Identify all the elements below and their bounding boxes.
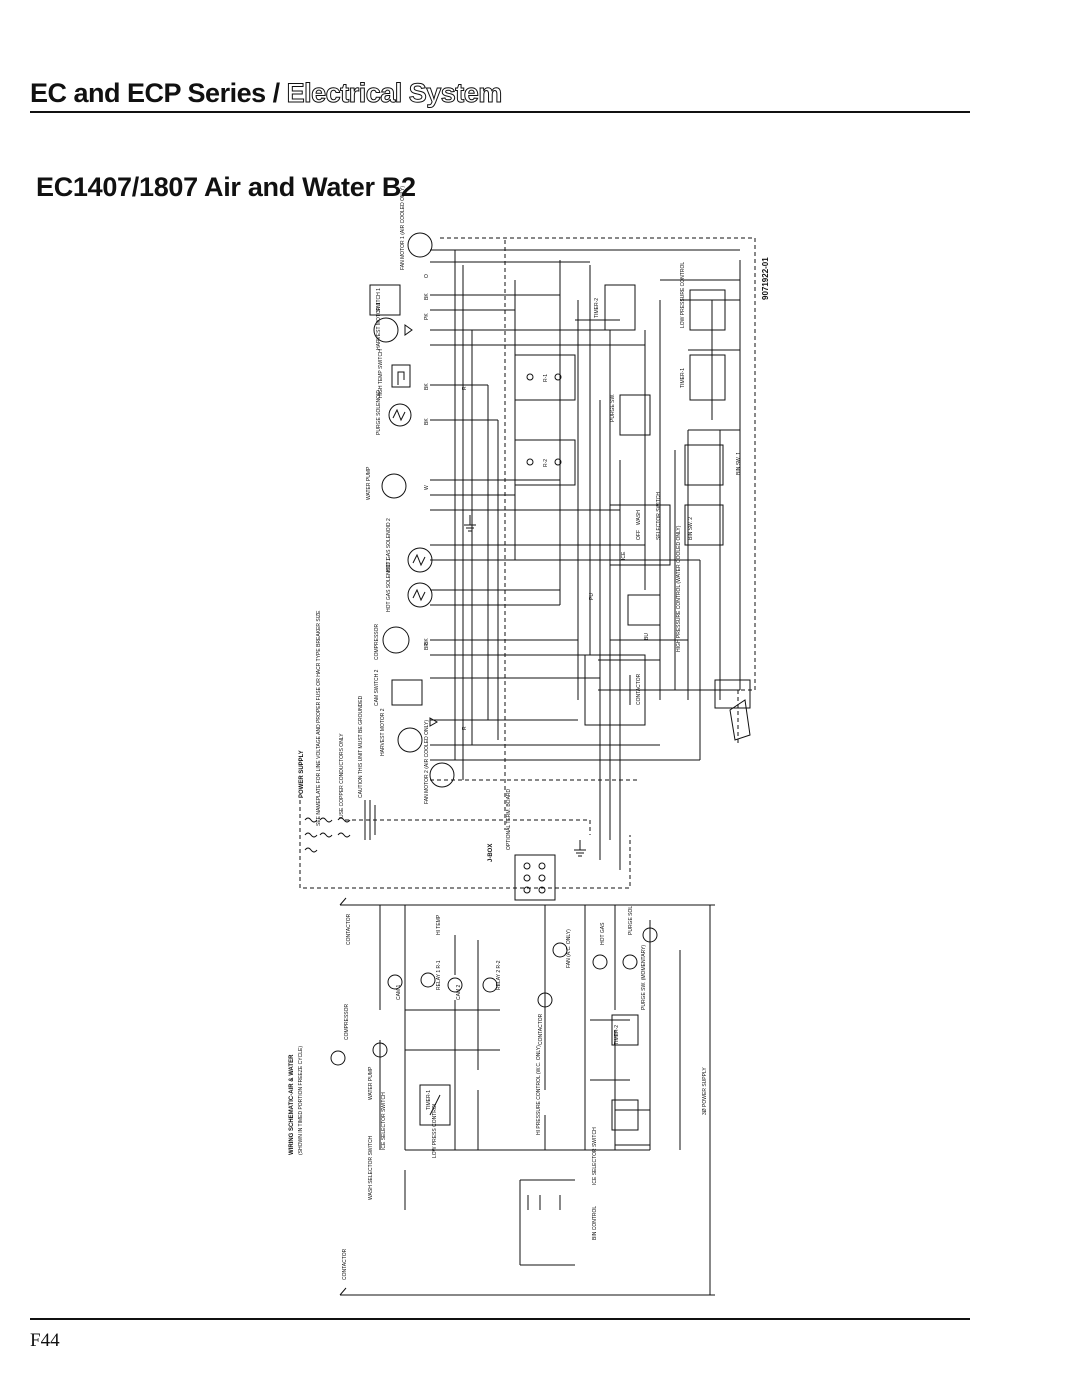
schematic-label: RELAY 1 R-1 xyxy=(436,960,442,990)
schematic-label: LOW PRESS CONTROL xyxy=(432,1102,438,1158)
wire-code: BR xyxy=(424,643,430,650)
schematic-label: PURGE SOL xyxy=(628,906,634,935)
label-caution: CAUTION THIS UNIT MUST BE GROUNDED xyxy=(358,695,364,798)
label-compressor: COMPRESSOR xyxy=(374,623,380,660)
section-header: EC and ECP Series / Electrical System xyxy=(30,78,503,109)
schematic-label: COMPRESSOR xyxy=(344,1003,350,1040)
schematic-label: TIMER-1 xyxy=(426,1090,432,1110)
wire-code: BK xyxy=(424,418,430,425)
schematic-title: WIRING SCHEMATIC-AIR & WATER xyxy=(289,1054,295,1155)
page-number: F44 xyxy=(30,1330,60,1351)
label-cam-switch-2: CAM SWITCH 2 xyxy=(374,669,380,706)
label-selector-wash: WASH xyxy=(636,510,642,525)
label-power-supply: POWER SUPPLY xyxy=(299,750,305,798)
label-purge-switch: PURGE SW. xyxy=(610,394,616,422)
label-low-pressure: LOW PRESSURE CONTROL xyxy=(680,262,686,328)
wire-code: PU xyxy=(589,593,595,600)
wire-code: R xyxy=(462,726,468,730)
wire-code: BK xyxy=(424,293,430,300)
schematic-label: HI PRESSURE CONTROL (W.C. ONLY) xyxy=(536,1045,542,1135)
label-timer-1: TIMER-1 xyxy=(680,368,686,388)
schematic-label: CONTACTOR xyxy=(538,1013,544,1045)
wiring-diagram-upper: FAN MOTOR 1 (AIR COOLED ONLY) SWITCH 1 H… xyxy=(299,186,770,901)
schematic-label: BIN CONTROL xyxy=(592,1206,598,1240)
label-hot-gas-2: HOT GAS SOLENOID 2 xyxy=(386,518,392,572)
schematic-label: WATER PUMP xyxy=(368,1066,374,1100)
label-water-pump: WATER PUMP xyxy=(366,466,372,500)
series-name: EC and ECP Series xyxy=(30,78,266,108)
schematic-label: HOT GAS xyxy=(600,922,606,945)
wire-code: O xyxy=(424,274,430,278)
label-bin-switch-1: BIN SW. 1 xyxy=(736,452,742,475)
schematic-label: TIMER-2 xyxy=(614,1025,620,1045)
label-copper-note: USE COPPER CONDUCTORS ONLY xyxy=(339,733,345,818)
wire-code: R xyxy=(462,386,468,390)
schematic-label: CAM 2 xyxy=(456,985,462,1001)
label-hot-gas-1: HOT GAS SOLENOID 1 xyxy=(386,558,392,612)
wire-code: PK xyxy=(424,313,430,320)
schematic-label: FAN (A.C. ONLY) xyxy=(566,929,572,968)
schematic-label: 3Ø POWER SUPPLY xyxy=(702,1067,708,1115)
label-fan-motor-1: FAN MOTOR 1 (AIR COOLED ONLY) xyxy=(400,186,406,270)
label-relay-1: R-1 xyxy=(543,374,549,382)
schematic-label: PURGE SW. (MOMENTARY) xyxy=(641,945,647,1010)
label-power-note: SEE NAMEPLATE FOR LINE VOLTAGE AND PROPE… xyxy=(316,610,322,826)
schematic-label: ICE SELECTOR SWITCH xyxy=(592,1127,598,1185)
wire-code: W xyxy=(424,485,430,490)
label-switch-1: SWITCH 1 xyxy=(376,288,382,312)
label-high-temp-switch: HIGH TEMP SWITCH xyxy=(378,349,384,398)
section-name: Electrical System xyxy=(286,78,503,109)
label-selector-switch: SELECTOR SWITCH xyxy=(656,492,662,540)
label-timer-2: TIMER-2 xyxy=(594,298,600,318)
label-contactor: CONTACTOR xyxy=(636,673,642,705)
page-title: EC1407/1807 Air and Water B2 xyxy=(36,172,416,202)
label-high-pressure: HIGH PRESSURE CONTROL (WATER COOLED ONLY… xyxy=(676,525,682,652)
footer-rule xyxy=(30,1318,970,1320)
schematic-labels: CONTACTOR HI TEMP FAN (A.C. ONLY) HOT GA… xyxy=(342,906,708,1280)
label-selector-off: OFF xyxy=(636,530,642,540)
schematic-label: CONTACTOR xyxy=(342,1248,348,1280)
header-rule xyxy=(30,111,970,113)
label-jbox: J-BOX xyxy=(488,844,494,862)
wiring-schematic-lower: WIRING SCHEMATIC-AIR & WATER (SHOWN IN T… xyxy=(289,897,715,1296)
label-selector-ice: ICE xyxy=(621,551,627,560)
schematic-label: CONTACTOR xyxy=(346,913,352,945)
label-fan-motor-2: FAN MOTOR 2 (AIR COOLED ONLY) xyxy=(424,720,430,804)
schematic-label: RELAY 2 R-2 xyxy=(496,960,502,990)
schematic-subtitle: (SHOWN IN TIMED PORTION FREEZE CYCLE) xyxy=(298,1046,304,1155)
schematic-label: WASH SELECTOR SWITCH xyxy=(368,1135,374,1200)
wire-code: BK xyxy=(424,383,430,390)
schematic-label: ICE SELECTOR SWITCH xyxy=(381,1092,387,1150)
wire-code: BK xyxy=(424,638,430,645)
schematic-label: CAM 1 xyxy=(396,985,402,1001)
wire-code-labels: BK BK BK BK R R O PU PK W BR BU xyxy=(424,274,650,730)
label-terminal-board: OPTIONAL TERM. BOARD xyxy=(506,788,512,850)
label-bin-switch-2: BIN SW. 2 xyxy=(688,517,694,540)
header-separator: / xyxy=(272,78,281,108)
label-part-number: 9071922-01 xyxy=(761,257,770,300)
label-relay-2: R-2 xyxy=(543,459,549,467)
label-harvest-motor-2: HARVEST MOTOR 2 xyxy=(380,708,386,756)
schematic-label: HI TEMP xyxy=(436,914,442,935)
label-purge-solenoid: PURGE SOLENOID xyxy=(376,390,382,435)
label-harvest-motor-1: HARVEST MOTOR 1 xyxy=(376,302,382,350)
wire-code: BU xyxy=(644,633,650,640)
